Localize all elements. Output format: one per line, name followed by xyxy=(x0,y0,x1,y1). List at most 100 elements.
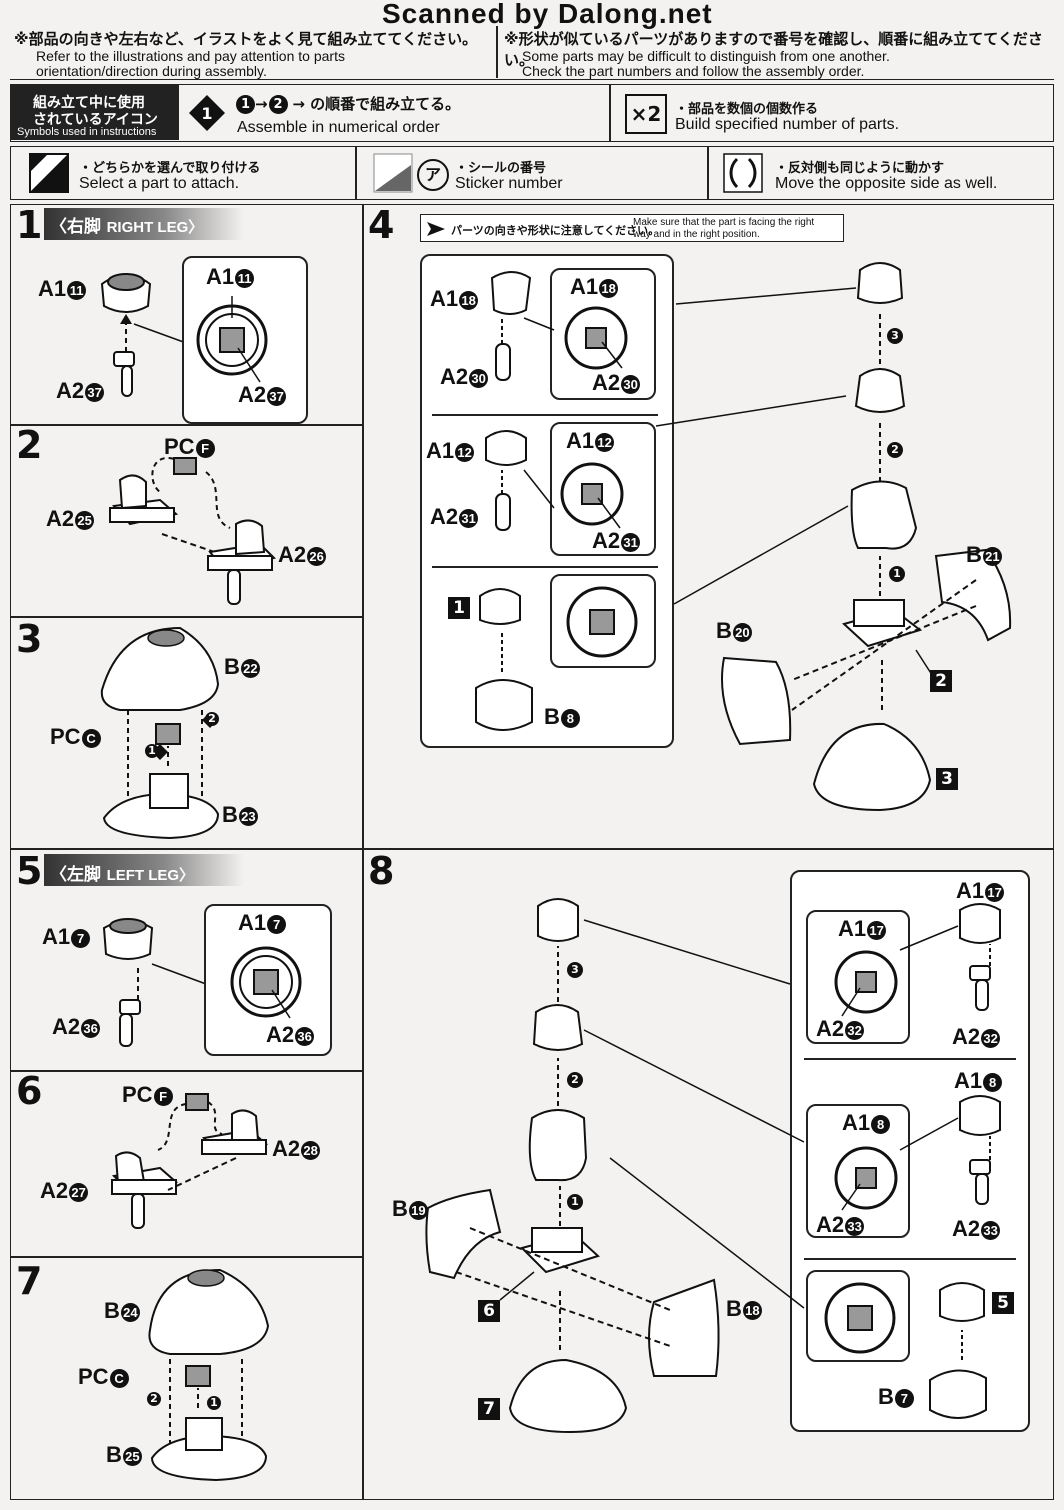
note-left-ja: ※部品の向きや左右など、イラストをよく見て組み立ててください。 xyxy=(14,30,478,48)
crosshair-detail xyxy=(824,1282,896,1354)
part-number: 37 xyxy=(85,382,105,402)
note-right-en1: Some parts may be difficult to distingui… xyxy=(522,48,890,64)
legend-divider-1 xyxy=(609,85,611,141)
step1-title: 〈右脚 RIGHT LEG〉 xyxy=(50,212,203,237)
select-part-icon xyxy=(29,153,69,193)
divider-s6-s7 xyxy=(10,1256,362,1258)
notes-panel: ※部品の向きや左右など、イラストをよく見て組み立ててください。 Refer to… xyxy=(10,22,1054,80)
legend-title-ja2: されているアイコン xyxy=(33,112,158,128)
note-left-en2: orientation/direction during assembly. xyxy=(36,63,267,79)
part-number: 11 xyxy=(67,280,87,300)
multi-ja: ・部品を数個の個数作る xyxy=(675,102,819,117)
step4-caution-box: パーツの向きや形状に注意してください。 Make sure that the p… xyxy=(420,214,844,242)
s8-opt3-detail xyxy=(806,1270,910,1362)
legend-title-ja1: 組み立て中に使用 xyxy=(33,95,145,111)
note-left-en1: Refer to the illustrations and pay atten… xyxy=(36,48,345,64)
option-divider-1 xyxy=(432,414,658,416)
order-badge-2: 2 xyxy=(268,95,288,114)
caution-en1: Make sure that the part is facing the ri… xyxy=(633,217,815,228)
step8-number: 8 xyxy=(368,849,395,893)
foot-joint-part xyxy=(100,273,152,313)
option-divider-2 xyxy=(432,566,658,568)
crosshair-detail xyxy=(560,462,624,529)
hinge-part-left xyxy=(109,474,179,526)
step3-number: 3 xyxy=(16,617,43,661)
select-ja: ・どちらかを選んで取り付ける xyxy=(79,161,261,176)
s4-order-2: 2 xyxy=(887,442,903,458)
horizontal-divider-mid xyxy=(10,848,1054,850)
caution-arrow-icon xyxy=(427,222,445,236)
caution-ja: パーツの向きや形状に注意してください。 xyxy=(451,224,660,237)
caution-en2: way and in the right position. xyxy=(633,229,760,240)
step1-title-ja: 〈右脚 xyxy=(50,217,101,237)
foot-cover-part xyxy=(100,626,220,711)
main-frame xyxy=(10,204,1054,1500)
step5-header-band xyxy=(44,854,244,886)
step7-number: 7 xyxy=(16,1259,43,1303)
crosshair-detail xyxy=(564,306,628,370)
foot-base-part xyxy=(102,792,220,840)
step5-number: 5 xyxy=(16,849,43,893)
side-armor-b21 xyxy=(934,548,1012,642)
step4-options-parts xyxy=(475,271,555,731)
step7-parts-illustration xyxy=(148,1268,270,1482)
option-divider-1 xyxy=(804,1058,1016,1060)
vertical-divider xyxy=(362,204,364,1500)
step7-order-2: 2 xyxy=(147,1392,161,1406)
step5-parts-illustration xyxy=(102,918,207,1047)
select-en: Select a part to attach. xyxy=(79,175,240,192)
step4-options-panel xyxy=(420,254,674,748)
step5-title-ja: 〈左脚 xyxy=(50,865,101,885)
order-diamond-icon: 1 xyxy=(189,95,225,131)
multi-en: Build specified number of parts. xyxy=(675,116,900,133)
step6-number: 6 xyxy=(16,1069,43,1113)
divider-s2-s3 xyxy=(10,616,362,618)
s8-ref-7: 7 xyxy=(478,1398,500,1420)
legend-divider-2 xyxy=(355,147,357,199)
s8-order-1: 1 xyxy=(567,1194,583,1210)
step1-number: 1 xyxy=(16,203,43,247)
order-text-row: 1→2 → の順番で組み立てる。 xyxy=(235,93,460,114)
crosshair-detail xyxy=(566,586,638,658)
s4-order-3: 3 xyxy=(887,328,903,344)
divider-s1-s2 xyxy=(10,424,362,426)
step7-order-1: 1 xyxy=(207,1396,221,1410)
s4-ref-3: 3 xyxy=(936,768,958,790)
legend-row-1: 組み立て中に使用 されているアイコン Symbols used in instr… xyxy=(10,84,1054,142)
multi-badge-icon: ×2 xyxy=(625,94,667,134)
part-code: A2 xyxy=(56,378,85,403)
side-armor-b20 xyxy=(721,656,792,746)
s8-opt3-ref: 5 xyxy=(992,1292,1014,1314)
